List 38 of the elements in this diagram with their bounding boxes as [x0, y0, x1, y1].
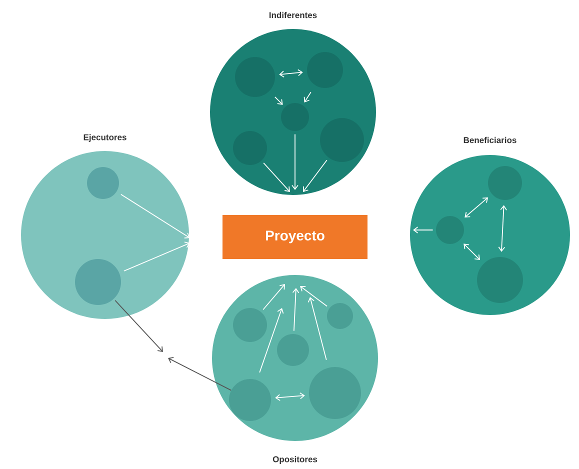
member-circle: [235, 57, 275, 97]
arrow: [279, 69, 303, 78]
arrow: [413, 226, 434, 234]
member-circle: [75, 259, 121, 305]
arrow: [464, 197, 488, 218]
arrow: [259, 308, 284, 373]
arrow: [292, 134, 298, 190]
group-title: Ejecutores: [84, 134, 126, 142]
arrow: [498, 205, 508, 252]
arrow: [263, 162, 290, 192]
arrow: [304, 92, 312, 102]
member-circle: [488, 166, 522, 200]
member-circle: [477, 257, 523, 303]
group-title: Beneficiarios: [464, 136, 516, 144]
project-box: Proyecto: [222, 215, 368, 259]
arrow: [308, 297, 327, 360]
member-circle: [327, 303, 353, 329]
arrow: [114, 300, 163, 352]
arrow: [120, 194, 190, 238]
arrow: [303, 160, 328, 192]
member-circle: [436, 216, 464, 244]
member-circle: [229, 379, 271, 421]
member-circle: [309, 367, 361, 419]
group-title: Indiferentes: [269, 12, 317, 18]
member-circle: [233, 308, 267, 342]
arrow: [168, 357, 232, 391]
arrow: [300, 286, 328, 307]
member-circle: [233, 131, 267, 165]
group-title: Opositores: [272, 456, 318, 464]
arrow: [124, 242, 190, 272]
arrow: [292, 288, 300, 332]
arrow: [262, 284, 285, 310]
arrow: [274, 96, 283, 105]
arrow: [275, 392, 305, 401]
member-circle: [281, 103, 309, 131]
member-circle: [320, 118, 364, 162]
member-circle: [87, 167, 119, 199]
arrow: [464, 244, 480, 260]
